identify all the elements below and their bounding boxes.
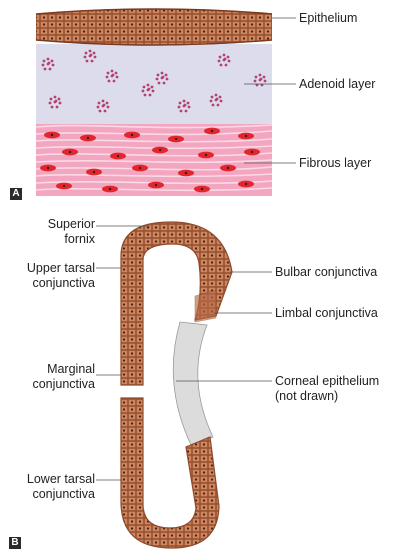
upper-tarsal-label: Upper tarsal conjunctiva <box>8 261 95 291</box>
epithelium-layer <box>36 9 272 45</box>
adenoid-layer <box>36 44 272 124</box>
panel-a-histology <box>36 9 272 200</box>
adenoid-layer-label: Adenoid layer <box>299 77 375 92</box>
cornea-region <box>173 322 213 447</box>
corneal-label: Corneal epithelium (not drawn) <box>275 374 379 404</box>
marginal-label: Marginal conjunctiva <box>8 362 95 392</box>
superior-fornix-label: Superior fornix <box>8 217 95 247</box>
limbal-label: Limbal conjunctiva <box>275 306 378 321</box>
limbal-zone <box>195 290 216 322</box>
fibrous-layer-label: Fibrous layer <box>299 156 371 171</box>
panel-a-badge: A <box>10 188 22 200</box>
panel-b-diagram <box>121 222 232 548</box>
panel-b-badge: B <box>9 537 21 549</box>
epithelium-label: Epithelium <box>299 11 357 26</box>
lower-tarsal-label: Lower tarsal conjunctiva <box>8 472 95 502</box>
bulbar-label: Bulbar conjunctiva <box>275 265 377 280</box>
